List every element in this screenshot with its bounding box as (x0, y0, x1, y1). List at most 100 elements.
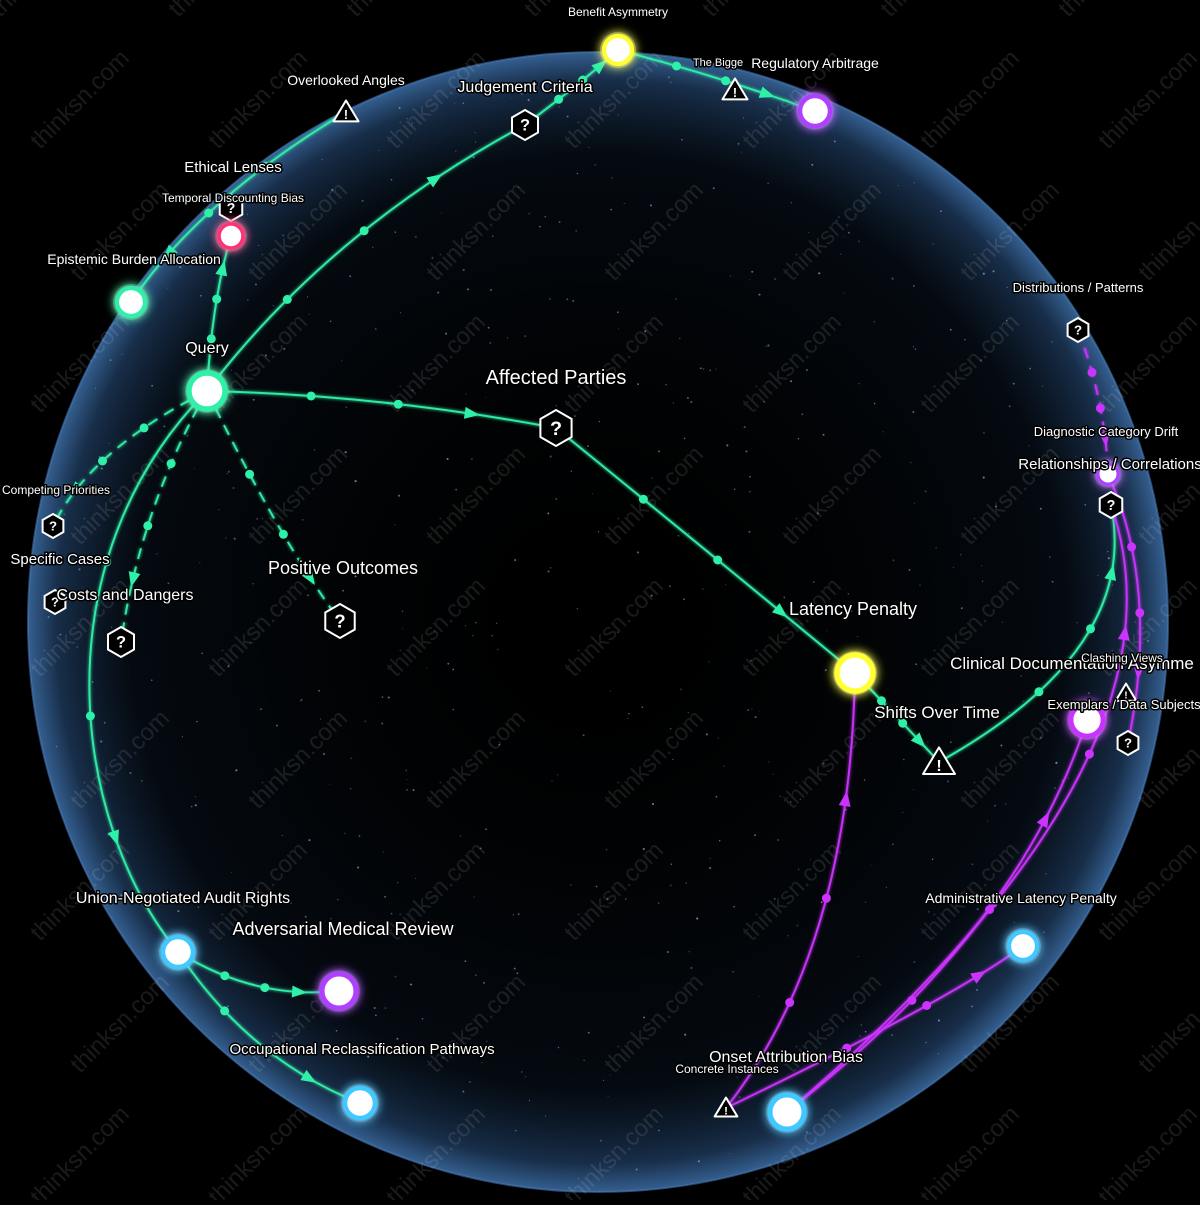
node-clashing-views[interactable]: !Clashing Views (1080, 650, 1164, 702)
star-dot (246, 213, 248, 215)
star-dot (587, 1031, 590, 1034)
node-concrete-instances[interactable]: !Concrete Instances (674, 1061, 780, 1118)
edge-flow-dot (98, 456, 107, 466)
node-administrative-latency-penalty[interactable]: Administrative Latency Penalty (924, 889, 1118, 964)
node-regulatory-arbitrage[interactable]: Regulatory Arbitrage (750, 54, 881, 130)
node-label: Competing Priorities (2, 483, 110, 497)
node-circle-icon (342, 1085, 378, 1121)
star-dot (595, 885, 598, 888)
star-dot (1147, 639, 1150, 642)
edge-arrowhead-icon (463, 406, 480, 419)
star-dot (283, 347, 286, 350)
star-dot (111, 626, 113, 628)
star-dot (980, 564, 983, 567)
node-epistemic-burden-allocation[interactable]: Epistemic Burden Allocation (46, 250, 222, 320)
watermark-text: thinksn.com (341, 0, 451, 22)
star-dot (441, 1056, 444, 1059)
star-dot (556, 774, 559, 776)
star-dot (489, 341, 492, 344)
star-dot (437, 291, 440, 294)
star-dot (109, 359, 112, 361)
node-costs-and-dangers[interactable]: ?Costs and Dangers (55, 586, 195, 659)
star-dot (547, 512, 550, 515)
star-dot (947, 780, 950, 783)
star-dot (631, 260, 633, 262)
node-occupational-reclassification-pathways[interactable]: Occupational Reclassification Pathways (228, 1040, 496, 1122)
node-latency-penalty[interactable]: Latency Penalty (787, 598, 919, 695)
star-dot (702, 588, 704, 590)
node-judgement-criteria[interactable]: ? Judgement Criteria (456, 78, 594, 142)
star-dot (406, 789, 408, 791)
star-dot (643, 1016, 646, 1019)
star-dot (197, 906, 200, 908)
node-label: Judgement Criteria (457, 79, 592, 96)
edge-flow-dot (102, 557, 112, 567)
star-dot (1045, 873, 1047, 875)
edge-flow-dot (1095, 403, 1105, 413)
star-dot (576, 172, 579, 175)
edge-arrowhead-icon (215, 260, 228, 277)
node-distributions-patterns[interactable]: ?Distributions / Patterns (1011, 279, 1145, 344)
edge-flow-dot (1135, 608, 1145, 618)
edge-benefit_asymmetry-to-regulatory_arbitrage (617, 49, 816, 112)
star-dot (574, 415, 576, 417)
node-union-negotiated-audit-rights[interactable]: Union-Negotiated Audit Rights (74, 889, 292, 971)
star-dot (847, 231, 850, 234)
star-dot (342, 589, 344, 592)
node-benefit-asymmetry[interactable]: Benefit Asymmetry (566, 4, 670, 68)
star-dot (107, 834, 109, 836)
node-circle-icon (160, 934, 196, 970)
star-dot (120, 894, 123, 897)
node-ethical-lenses[interactable]: ?Ethical Lenses (183, 158, 283, 223)
node-adversarial-medical-review[interactable]: Adversarial Medical Review (231, 918, 456, 1012)
warning-mark-glyph: ! (733, 86, 737, 100)
star-dot (227, 1005, 229, 1007)
node-relationships-correlations[interactable]: ?Relationships / Correlations (1017, 455, 1200, 520)
node-clinical-documentation-asymmetry[interactable]: Clinical Documentation Asymme (949, 653, 1195, 740)
star-dot (1055, 761, 1058, 765)
edge-onset_attribution_bias-to-clinical_documentation_asymmetry (786, 719, 1088, 1113)
star-dot (464, 960, 467, 963)
star-dot (193, 468, 195, 470)
star-dot (723, 765, 726, 767)
node-positive-outcomes[interactable]: ?Positive Outcomes (266, 557, 420, 640)
node-diagnostic-category-drift[interactable]: Diagnostic Category Drift (1032, 423, 1180, 488)
star-dot (307, 594, 309, 597)
node-specific-cases[interactable]: ?Specific Cases (9, 550, 111, 616)
node-the-bigger[interactable]: !The Bigge (691, 56, 749, 101)
star-dot (1054, 787, 1056, 789)
star-dot (686, 396, 689, 400)
star-dot (373, 1006, 376, 1010)
node-competing-priorities[interactable]: ?Competing Priorities (0, 482, 112, 540)
star-dot (736, 1076, 738, 1078)
star-dot (462, 268, 465, 271)
star-dot (873, 402, 876, 405)
node-temporal-discounting-bias[interactable]: Temporal Discounting Bias (160, 190, 306, 252)
node-query[interactable]: Query (184, 339, 230, 413)
star-dot (490, 289, 492, 291)
node-overlooked-angles[interactable]: !Overlooked Angles (286, 71, 406, 123)
star-dot (1008, 711, 1010, 714)
star-dot (708, 661, 710, 663)
edge-flow-dot (278, 529, 288, 539)
star-dot (797, 437, 800, 440)
star-dot (167, 582, 170, 585)
node-exemplars-data-subjects[interactable]: ?Exemplars / Data Subjects (1046, 696, 1200, 757)
edge-flow-dot (220, 971, 230, 981)
node-label: Onset Attribution Bias (709, 1049, 863, 1066)
node-shifts-over-time[interactable]: !Shifts Over Time (873, 702, 1001, 775)
star-dot (301, 698, 303, 701)
star-dot (609, 690, 611, 692)
star-dot (719, 840, 721, 842)
watermark-text: thinksn.com (25, 1101, 135, 1200)
star-dot (594, 163, 597, 166)
star-dot (835, 219, 838, 222)
edge-flow-dot (672, 61, 681, 71)
node-affected-parties[interactable]: ?Affected Parties (484, 366, 628, 448)
star-dot (767, 182, 769, 184)
question-mark-glyph: ? (520, 117, 530, 135)
node-onset-attribution-bias[interactable]: Onset Attribution Bias (708, 1048, 864, 1133)
star-dot (485, 828, 487, 830)
node-label: Specific Cases (10, 551, 109, 568)
star-dot (587, 445, 589, 447)
